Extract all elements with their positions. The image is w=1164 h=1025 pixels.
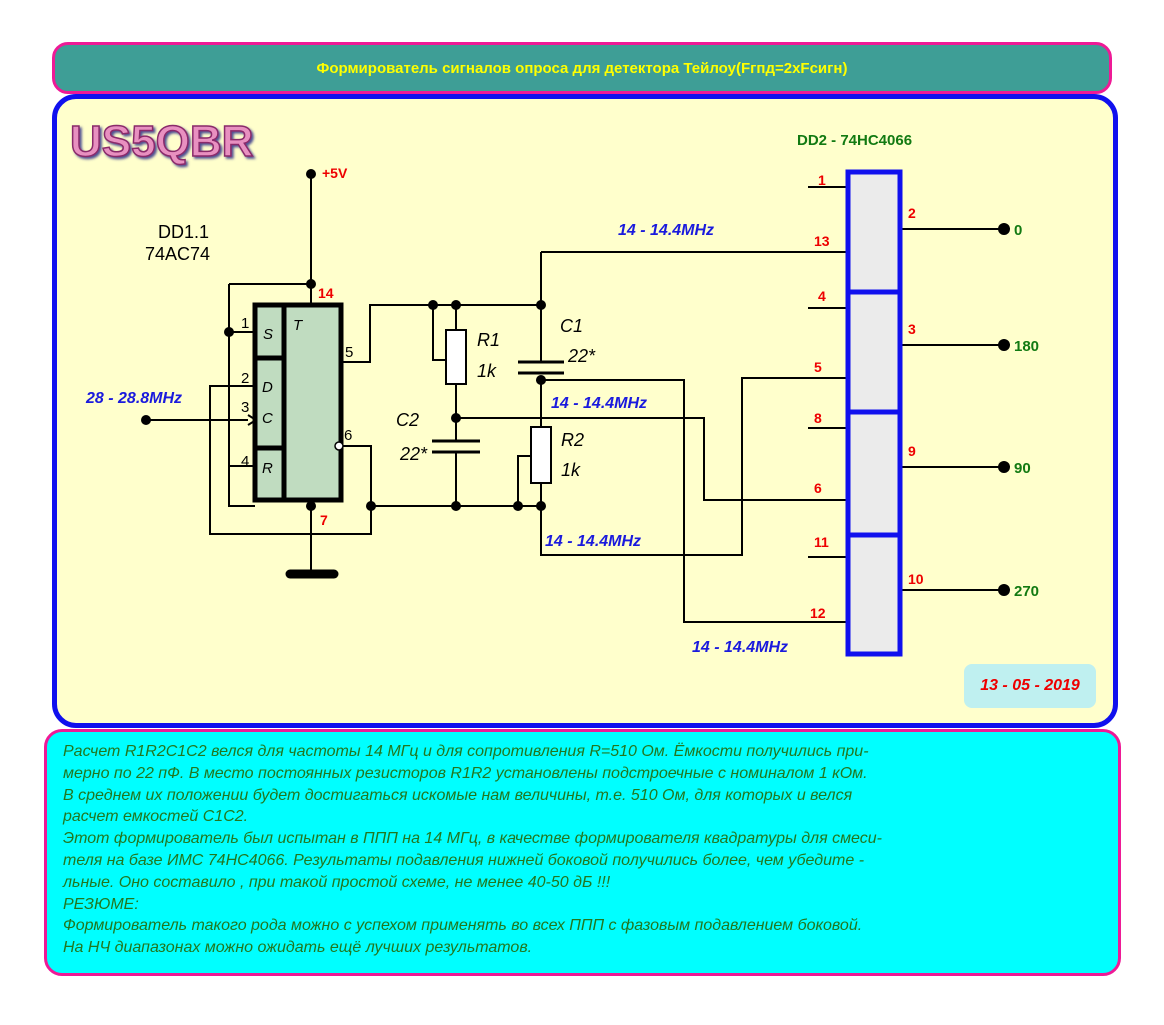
r1-value: 1k <box>477 361 497 381</box>
dd1-pin-d: 2 <box>241 370 249 387</box>
freq-label-bottom: 14 - 14.4MHz <box>692 639 788 656</box>
c1-name: C1 <box>560 316 583 336</box>
dd2-pin: 3 <box>908 321 916 337</box>
notes-panel: Расчет R1R2C1C2 велся для частоты 14 МГц… <box>44 729 1121 976</box>
c2-capacitor <box>432 439 480 454</box>
dd1-pin-q: 5 <box>345 344 353 361</box>
dd2-pin: 5 <box>814 359 822 375</box>
note-line: мерно по 22 пФ. В место постоянных резис… <box>63 764 868 782</box>
dd1-name: DD1.1 <box>158 222 209 242</box>
dd1-pin-qn: 6 <box>344 427 352 444</box>
dd2-pin: 2 <box>908 205 916 221</box>
dd1-pin-r: 4 <box>241 453 249 470</box>
phase-label: 270 <box>1014 583 1039 600</box>
c2-name: C2 <box>396 410 419 430</box>
dd1-pin-s: 1 <box>241 315 249 332</box>
r2-resistor <box>530 426 552 484</box>
c2-value: 22* <box>399 444 428 464</box>
page-title: Формирователь сигналов опроса для детект… <box>316 59 848 77</box>
dd1-label-d: D <box>262 379 273 396</box>
phase-label: 180 <box>1014 338 1039 355</box>
dd2-pin: 8 <box>814 410 822 426</box>
r2-name: R2 <box>561 430 584 450</box>
phase-label: 90 <box>1014 460 1031 477</box>
note-line: теля на базе ИМС 74НС4066. Результаты по… <box>63 851 865 869</box>
dd2-title: DD2 - 74HC4066 <box>797 132 912 149</box>
note-line: Этот формирователь был испытан в ППП на … <box>63 830 882 848</box>
dd1-pin-c: 3 <box>241 399 249 416</box>
dd2-pin: 13 <box>814 233 830 249</box>
freq-label-low: 14 - 14.4MHz <box>545 533 641 550</box>
note-line: В среднем их положении будет достигаться… <box>63 786 853 804</box>
dd1-label-s: S <box>263 326 273 343</box>
dd1-pin-gnd: 7 <box>320 512 328 528</box>
dd2-chip <box>845 169 903 657</box>
date-text: 13 - 05 - 2019 <box>980 677 1080 694</box>
r2-value: 1k <box>561 460 581 480</box>
dd1-chip <box>252 302 344 503</box>
freq-label-mid: 14 - 14.4MHz <box>551 395 647 412</box>
note-line: На НЧ диапазонах можно ожидать ещё лучши… <box>63 939 533 957</box>
note-line: РЕЗЮМЕ: <box>63 895 139 913</box>
title-banner: Формирователь сигналов опроса для детект… <box>52 42 1112 94</box>
c1-value: 22* <box>567 346 596 366</box>
dd2-pin: 11 <box>814 534 829 550</box>
dd2-pin: 12 <box>810 605 826 621</box>
power-label: +5V <box>322 165 348 181</box>
junction-dots <box>141 169 1010 596</box>
dd2-pin: 9 <box>908 443 916 459</box>
logo: US5QBR <box>70 117 253 166</box>
dd1-label-r: R <box>262 460 273 477</box>
note-line: Расчет R1R2C1C2 велся для частоты 14 МГц… <box>63 743 869 760</box>
dd2-pin: 4 <box>818 288 826 304</box>
dd2-pin: 1 <box>818 172 826 188</box>
dd1-label-c: C <box>262 410 273 427</box>
dd1-label-t: T <box>293 317 304 334</box>
dd1-type: 74AC74 <box>145 244 210 264</box>
phase-label: 0 <box>1014 222 1022 239</box>
note-line: расчет емкостей С1С2. <box>63 808 249 826</box>
r1-resistor <box>445 329 467 385</box>
c1-capacitor <box>518 360 564 375</box>
freq-label-top: 14 - 14.4MHz <box>618 222 714 239</box>
note-line: льные. Оно составило , при такой простой… <box>63 873 611 891</box>
note-line: Формирователь такого рода можно с успехо… <box>63 917 863 935</box>
dd2-pin: 6 <box>814 480 822 496</box>
input-freq-label: 28 - 28.8MHz <box>85 390 182 407</box>
date-badge: 13 - 05 - 2019 <box>964 664 1096 708</box>
r1-name: R1 <box>477 330 500 350</box>
schematic-diagram: US5QBR <box>69 116 1039 657</box>
dd2-pin: 10 <box>908 571 924 587</box>
dd1-pin-vcc: 14 <box>318 285 334 301</box>
